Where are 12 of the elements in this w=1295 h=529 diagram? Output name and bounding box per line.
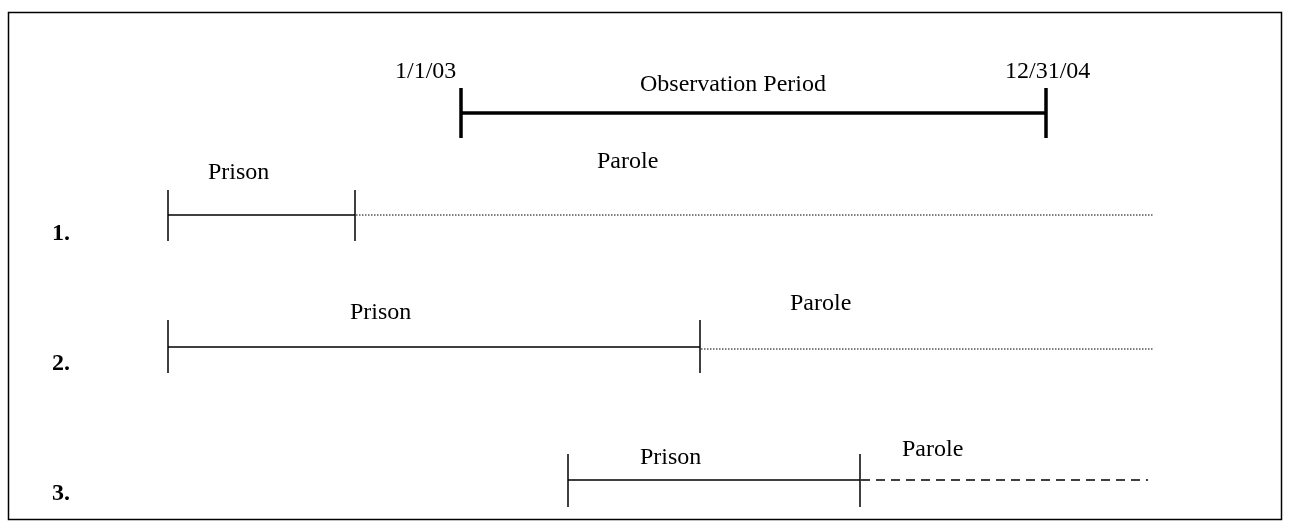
date-label: 1/1/03	[395, 57, 457, 83]
phase-label: Prison	[350, 298, 412, 324]
phase-label: Parole	[902, 435, 964, 461]
row-number: 3.	[52, 479, 70, 505]
phase-label: Prison	[640, 443, 702, 469]
period-label: Observation Period	[640, 70, 826, 96]
phase-label: Parole	[790, 289, 852, 315]
row-number: 1.	[52, 219, 70, 245]
date-label: 12/31/04	[1005, 57, 1091, 83]
phase-label: Parole	[597, 147, 659, 173]
phase-label: Prison	[208, 158, 270, 184]
row-number: 2.	[52, 349, 70, 375]
